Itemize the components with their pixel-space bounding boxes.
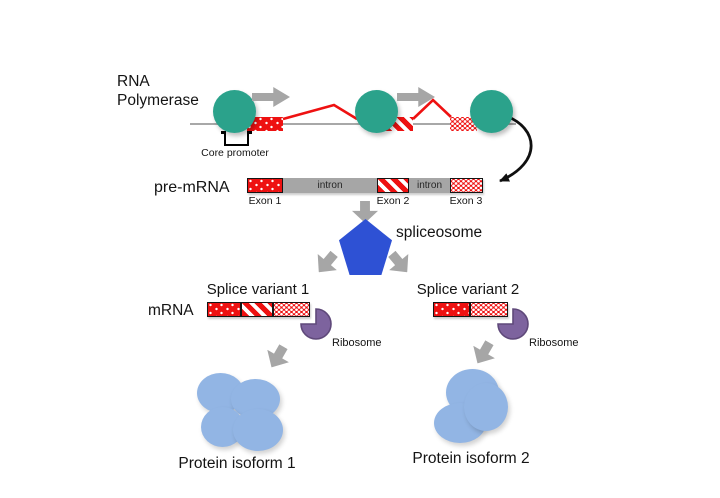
ribosome-2-icon <box>497 308 529 340</box>
pre-mrna-exon-2-segment <box>377 178 409 193</box>
rna-polymerase-label: RNA Polymerase <box>117 72 199 110</box>
dna-line <box>190 123 516 125</box>
protein-blob <box>464 383 508 431</box>
exon-2-label: Exon 2 <box>376 195 410 207</box>
transcript-release-arrow <box>499 114 533 183</box>
pre-mrna-exon-3-segment <box>450 178 483 193</box>
spliceosome-label: spliceosome <box>396 224 483 241</box>
splice-variant-2-bar <box>433 302 508 317</box>
variant-1-exon-3-segment <box>273 302 310 317</box>
variant-2-exon-1-segment <box>433 302 470 317</box>
polymerase-circle-1 <box>213 90 256 133</box>
splice-variant-2-title: Splice variant 2 <box>416 281 520 298</box>
nascent-rna-zigzag-1 <box>282 103 358 121</box>
mrna-label: mRNA <box>148 302 194 319</box>
exon-1-box-dna <box>247 117 283 131</box>
polymerase-circle-3 <box>470 90 513 133</box>
ribosome-2-label: Ribosome <box>529 337 579 349</box>
exon-3-label: Exon 3 <box>449 195 483 207</box>
protein-isoform-1-label: Protein isoform 1 <box>178 455 296 472</box>
protein-isoform-2-label: Protein isoform 2 <box>412 450 530 467</box>
rna-polymerase-label-line1: RNA <box>117 73 150 90</box>
polymerase-circle-2 <box>355 90 398 133</box>
pre-mrna-label: pre-mRNA <box>154 179 230 196</box>
splice-variant-1-bar <box>207 302 310 317</box>
pre-mrna-bar: intron intron <box>247 178 483 193</box>
core-promoter-label: Core promoter <box>201 147 269 159</box>
pre-mrna-intron-2-segment: intron <box>409 178 450 193</box>
pre-mrna-intron-1-segment: intron <box>283 178 377 193</box>
variant-2-exon-3-segment <box>470 302 508 317</box>
nascent-rna-zigzag-2 <box>412 98 452 120</box>
ribosome-1-label: Ribosome <box>332 337 382 349</box>
exon-1-label: Exon 1 <box>248 195 282 207</box>
rna-polymerase-label-line2: Polymerase <box>117 92 199 109</box>
protein-blob <box>233 409 283 451</box>
variant-1-exon-2-segment <box>241 302 273 317</box>
splice-variant-1-title: Splice variant 1 <box>206 281 310 298</box>
core-promoter-bracket <box>221 131 252 146</box>
ribosome-1-icon <box>300 308 332 340</box>
variant-1-exon-1-segment <box>207 302 241 317</box>
exon-3-box-dna <box>450 117 477 131</box>
pre-mrna-exon-1-segment <box>247 178 283 193</box>
